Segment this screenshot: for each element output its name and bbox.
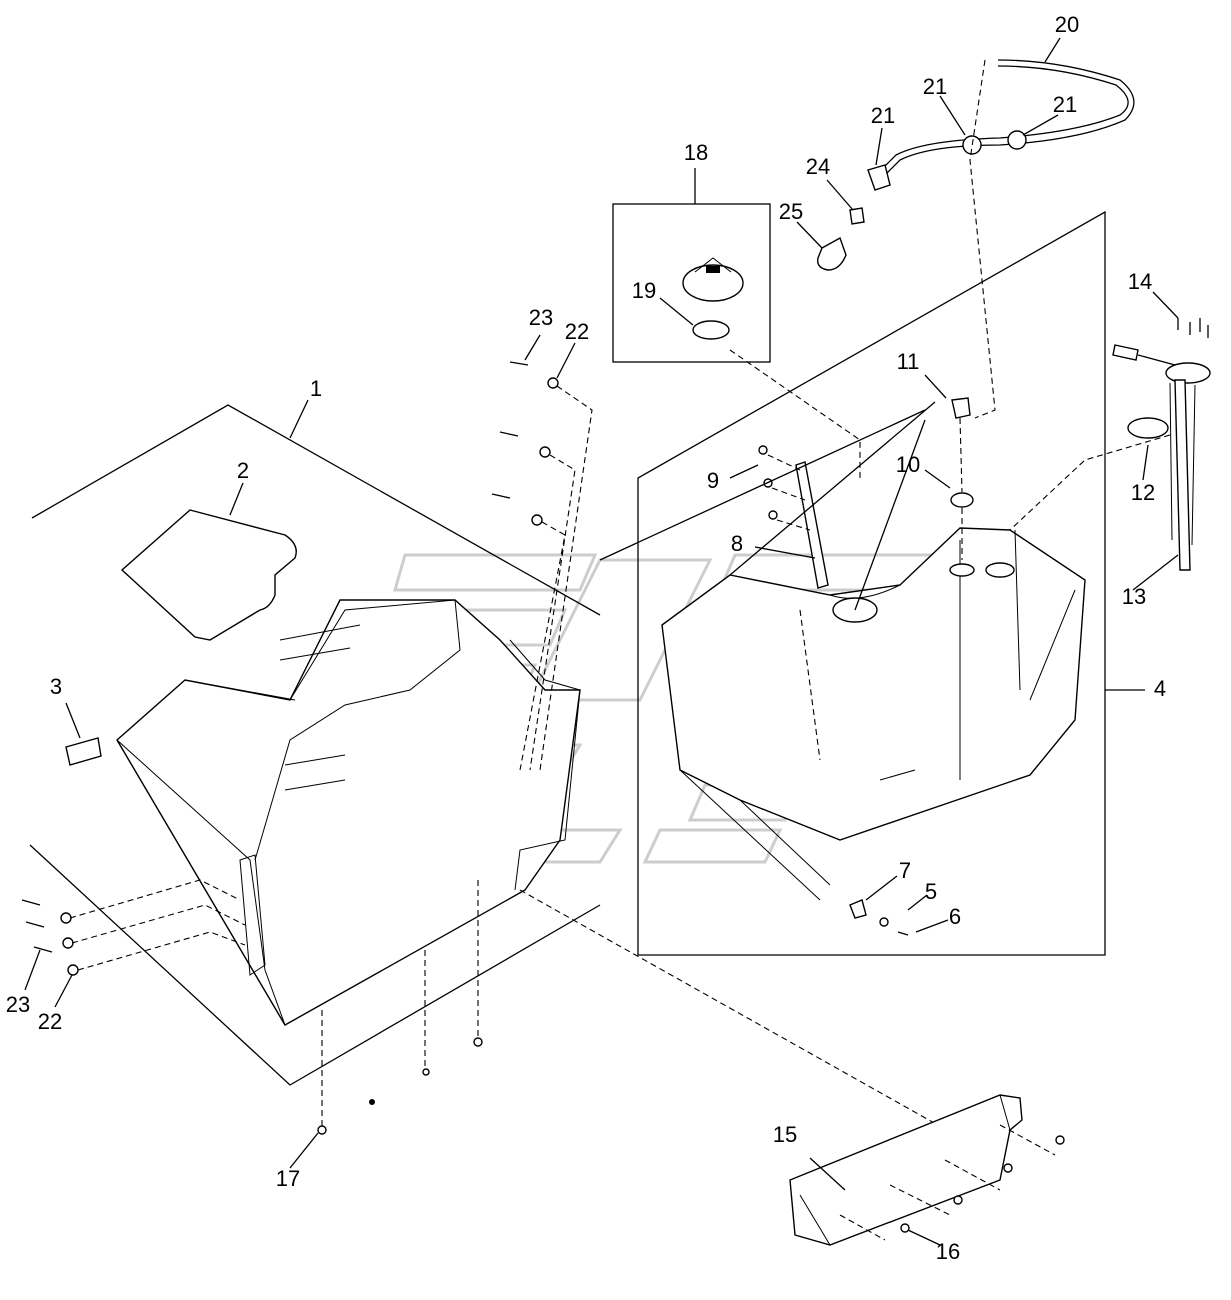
callout-2: 2 [237,458,249,483]
filler-cap-box [612,203,861,480]
callout-19: 19 [632,278,656,303]
callout-22-lower: 22 [38,1009,62,1034]
callout-17: 17 [276,1166,300,1191]
mounting-bolts-upper [491,361,593,771]
callout-21-right: 21 [1053,92,1077,117]
tank-hardware [849,899,909,936]
callout-5: 5 [925,879,937,904]
support-bracket [789,1094,1065,1246]
callout-4: 4 [1154,676,1166,701]
callout-22-upper: 22 [565,319,589,344]
callout-6: 6 [949,904,961,929]
insulation-pad [120,509,297,641]
callout-11: 11 [897,349,920,374]
callout-7: 7 [899,858,911,883]
callout-1: 1 [310,376,322,401]
fuel-tank-housing [29,404,601,1086]
vent-hose [817,59,1135,419]
callout-21-left: 21 [923,74,947,99]
callout-23-lower: 23 [6,992,30,1017]
tank-fittings [950,397,974,560]
bottom-fasteners [317,880,1001,1161]
callout-23-upper: 23 [529,305,553,330]
callout-20: 20 [1055,12,1079,37]
callout-8: 8 [731,531,743,556]
callout-24: 24 [806,154,830,179]
callout-21-center: 21 [871,103,895,128]
leader-lines [24,37,1179,1246]
callout-14: 14 [1128,269,1152,294]
callout-3: 3 [50,674,62,699]
fuel-sender [1009,318,1211,571]
fuel-tank-assembly-box [637,210,1106,956]
callout-13: 13 [1122,584,1146,609]
callout-16: 16 [936,1239,960,1264]
callout-10: 10 [896,452,920,477]
mounting-bolts-left [21,879,246,976]
callout-12: 12 [1131,480,1155,505]
callout-15: 15 [773,1122,797,1147]
callout-labels: 1 2 3 4 5 6 7 8 9 10 11 12 13 14 15 16 1… [6,12,1166,1264]
callout-9: 9 [707,468,719,493]
decal-label [65,737,102,766]
callout-25: 25 [779,199,803,224]
callout-18: 18 [684,140,708,165]
